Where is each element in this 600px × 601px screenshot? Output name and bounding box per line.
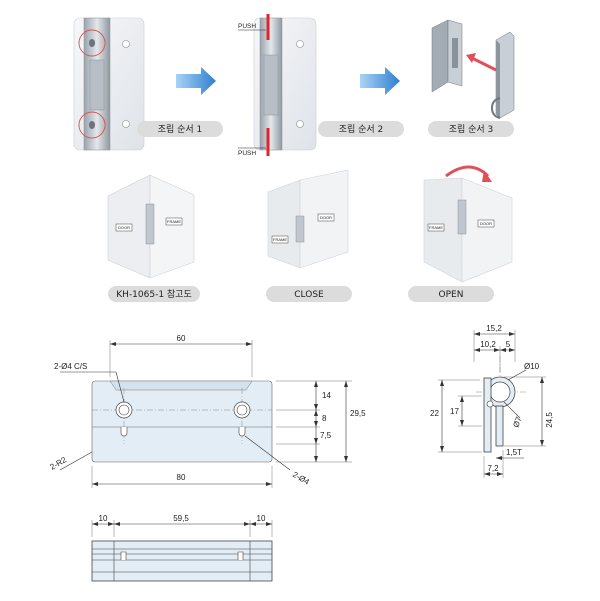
dim-29-5: 29,5 xyxy=(350,409,366,418)
open-label: OPEN xyxy=(439,290,464,300)
assembly-step-1 xyxy=(73,17,145,151)
dia-7: Ø7 xyxy=(511,415,523,429)
dim-22: 22 xyxy=(430,409,439,418)
assembly-step-3 xyxy=(431,19,515,119)
dim-14: 14 xyxy=(322,391,331,400)
reference-frame-tag: FRAME xyxy=(167,219,181,224)
assembly-step-2 xyxy=(238,14,317,156)
dim-10-left: 10 xyxy=(99,514,108,523)
dim-59-5: 59,5 xyxy=(173,514,189,523)
step-2-label: 조립 순서 2 xyxy=(339,124,384,135)
hole-callout: 2-Ø4 xyxy=(291,470,311,487)
thickness-1-5t: 1,5T xyxy=(506,448,522,457)
step-3-label: 조립 순서 3 xyxy=(449,124,494,135)
insert-arrow xyxy=(471,56,497,72)
close-label: CLOSE xyxy=(294,290,324,300)
dim-8: 8 xyxy=(322,414,327,423)
open-view: FRAME DOOR xyxy=(423,165,513,283)
dim-5: 5 xyxy=(506,340,511,349)
push-label-top: PUSH xyxy=(238,23,256,30)
dim-60: 60 xyxy=(177,334,186,343)
bottom-view xyxy=(91,520,273,582)
reference-door-tag: DOOR xyxy=(118,225,130,230)
dim-17: 17 xyxy=(450,407,459,416)
push-label-bottom: PUSH xyxy=(238,150,256,157)
step-3-pill xyxy=(428,121,514,137)
reference-pill xyxy=(108,286,200,302)
dim-15-2: 15,2 xyxy=(486,324,502,333)
step-2-pill xyxy=(318,121,404,137)
reference-view: DOOR FRAME xyxy=(107,174,195,279)
dia-10: Ø10 xyxy=(524,362,540,371)
front-view xyxy=(59,340,352,488)
close-pill xyxy=(266,286,352,302)
dim-24-5: 24,5 xyxy=(545,412,554,428)
open-rotation-arrow xyxy=(445,165,490,178)
radius-callout: 2-R2 xyxy=(49,455,69,472)
close-frame-tag: FRAME xyxy=(273,237,287,242)
reference-label: KH-1065-1 참고도 xyxy=(116,289,192,300)
close-door-tag: DOOR xyxy=(320,215,332,220)
arrow-step-1-to-2 xyxy=(176,67,216,95)
open-pill xyxy=(408,286,494,302)
dim-80: 80 xyxy=(177,473,186,482)
dim-10-2: 10,2 xyxy=(480,340,496,349)
dim-7-5: 7,5 xyxy=(320,431,332,440)
arrow-step-2-to-3 xyxy=(360,67,400,95)
side-view xyxy=(438,330,546,478)
open-frame-tag: FRAME xyxy=(429,225,443,230)
dim-10-right: 10 xyxy=(257,514,266,523)
step-1-pill xyxy=(137,121,223,137)
highlight-circle-bottom xyxy=(78,111,106,139)
open-door-tag: DOOR xyxy=(480,221,492,226)
step-1-label: 조립 순서 1 xyxy=(158,124,203,135)
hole-cs-callout: 2-Ø4 C/S xyxy=(54,362,87,371)
highlight-circle-top xyxy=(78,29,106,57)
dim-7-2: 7,2 xyxy=(487,464,499,473)
close-view: FRAME DOOR xyxy=(267,169,349,269)
